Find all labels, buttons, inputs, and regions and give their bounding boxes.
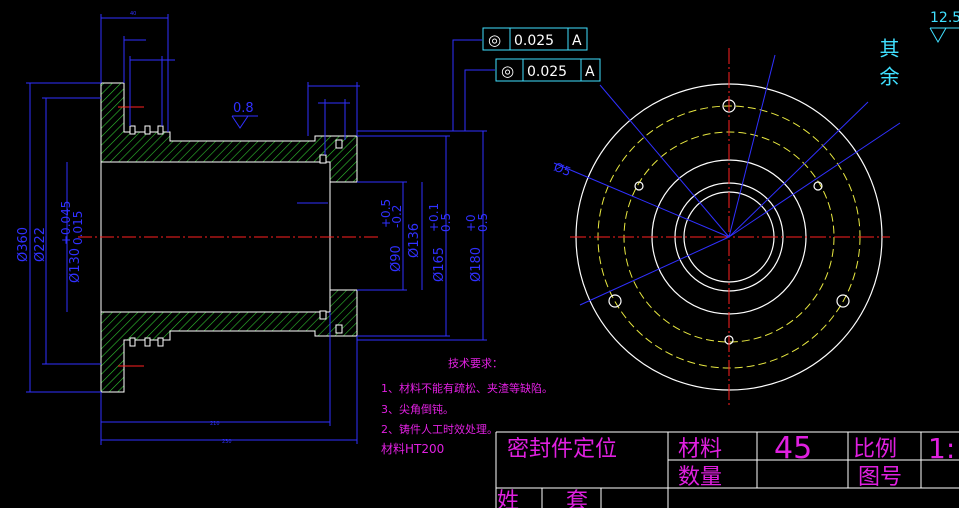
part-name: 密封件定位 bbox=[507, 437, 617, 462]
dim-d130-upper: +0.045 bbox=[59, 201, 73, 245]
scale-value: 1: bbox=[928, 432, 955, 465]
dim-d90-upper: +0.5 bbox=[379, 199, 393, 228]
section-dimension-lines bbox=[26, 14, 495, 445]
svg-text:A: A bbox=[572, 33, 582, 49]
svg-text:套: 套 bbox=[566, 489, 588, 508]
roughness-general-label: 其余 bbox=[876, 38, 900, 94]
dim-d180-lower: 0.5 bbox=[476, 213, 490, 232]
svg-text:数量: 数量 bbox=[678, 465, 722, 490]
dim-d165-lower: 0.5 bbox=[439, 213, 453, 232]
technical-requirements: 技术要求： 1、材料不能有疏松、夹渣等缺陷。 3、尖角倒钝。 2、铸件人工时效处… bbox=[381, 357, 553, 456]
svg-text:210: 210 bbox=[210, 421, 220, 427]
dim-d165: Ø165 bbox=[432, 247, 447, 282]
svg-text:3、尖角倒钝。: 3、尖角倒钝。 bbox=[381, 402, 454, 416]
title-block-text: 密封件定位 材料 45 比例 1: 数量 图号 姓 套 bbox=[497, 431, 955, 508]
svg-text:40: 40 bbox=[130, 11, 136, 17]
dim-hole: Ø5 bbox=[552, 160, 573, 179]
svg-text:0.8: 0.8 bbox=[233, 101, 254, 116]
tech-notes-title: 技术要求： bbox=[448, 357, 503, 370]
material-value: 45 bbox=[774, 431, 812, 466]
svg-text:0.025: 0.025 bbox=[527, 64, 567, 80]
groove-details bbox=[129, 125, 343, 347]
dim-d90: Ø90 bbox=[389, 245, 404, 272]
dim-d222: Ø222 bbox=[33, 227, 48, 262]
roughness-general: 其余 12.5 bbox=[876, 10, 959, 94]
dim-d130: Ø130 bbox=[68, 248, 83, 283]
dim-d165-upper: +0.1 bbox=[427, 203, 441, 232]
svg-text:12.5: 12.5 bbox=[930, 10, 959, 26]
lower-wall-hatch bbox=[100, 289, 358, 393]
section-dimension-texts: Ø360 Ø222 Ø130 +0.045 0.015 Ø90 +0.5 -0.… bbox=[16, 199, 490, 283]
dim-d136: Ø136 bbox=[407, 223, 422, 258]
roughness-symbol-local: 0.8 bbox=[231, 101, 258, 129]
svg-text:230: 230 bbox=[222, 439, 232, 445]
svg-text:比例: 比例 bbox=[853, 437, 897, 462]
dim-d180-upper: +0 bbox=[464, 214, 478, 232]
svg-text:A: A bbox=[585, 64, 595, 80]
svg-text:姓: 姓 bbox=[497, 489, 519, 508]
dim-d90-lower: -0.2 bbox=[390, 205, 404, 228]
section-view: 210 230 40 Ø360 Ø222 Ø130 +0.045 0.015 Ø… bbox=[16, 11, 495, 445]
svg-text:2、铸件人工时效处理。: 2、铸件人工时效处理。 bbox=[381, 422, 498, 436]
tolerance-frame-2: ◎ 0.025 A bbox=[495, 58, 601, 82]
dim-d130-lower: 0.015 bbox=[71, 211, 85, 245]
dim-d180: Ø180 bbox=[469, 247, 484, 282]
title-block bbox=[495, 431, 959, 508]
svg-text:材料: 材料 bbox=[678, 437, 722, 462]
svg-text:图号: 图号 bbox=[858, 465, 902, 490]
concentricity-icon: ◎ bbox=[488, 31, 501, 49]
tolerance-frame-1: ◎ 0.025 A bbox=[482, 27, 588, 51]
svg-text:1、材料不能有疏松、夹渣等缺陷。: 1、材料不能有疏松、夹渣等缺陷。 bbox=[381, 381, 553, 395]
end-view: Ø5 bbox=[552, 48, 901, 405]
upper-wall-hatch bbox=[100, 82, 358, 183]
svg-text:材料HT200: 材料HT200 bbox=[381, 442, 444, 456]
svg-text:0.025: 0.025 bbox=[514, 33, 554, 49]
concentricity-icon: ◎ bbox=[501, 62, 514, 80]
dim-d360: Ø360 bbox=[16, 227, 31, 262]
